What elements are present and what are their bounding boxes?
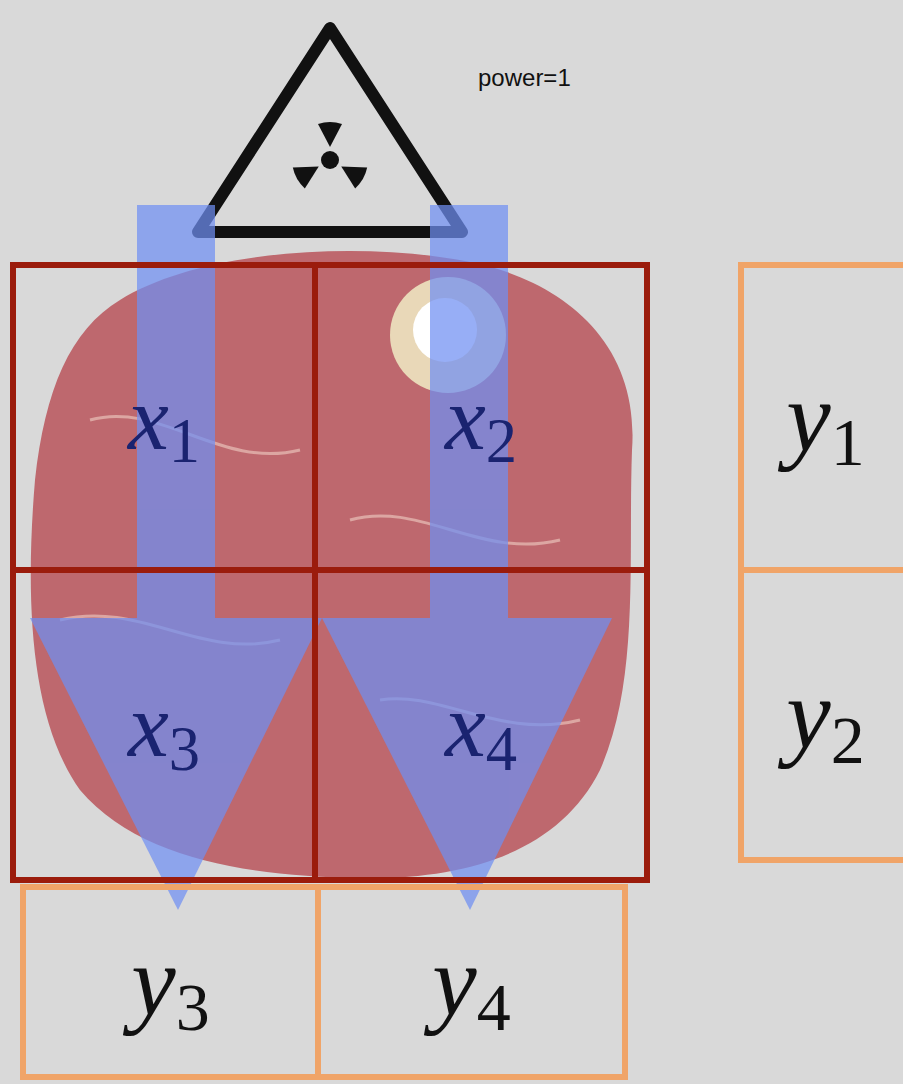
detector-box: y4	[315, 884, 628, 1080]
pixel-cell: x2	[312, 262, 650, 573]
detector-box: y1	[738, 262, 903, 573]
pixel-cell: x4	[312, 567, 650, 883]
pixel-cell: x1	[10, 262, 318, 573]
detector-box: y2	[738, 567, 903, 863]
measurement-variable: y3	[131, 932, 209, 1032]
measurement-variable: y2	[786, 665, 864, 765]
detector-box: y3	[20, 884, 321, 1080]
unknown-variable: x2	[445, 372, 517, 464]
unknown-variable: x3	[128, 679, 200, 771]
source-power-label: power=1	[478, 64, 571, 92]
unknown-variable: x1	[128, 372, 200, 464]
pixel-cell: x3	[10, 567, 318, 883]
x-ray-beam	[30, 205, 612, 910]
unknown-variable: x4	[445, 679, 517, 771]
radiation-source	[198, 28, 462, 232]
measurement-variable: y4	[432, 932, 510, 1032]
measurement-variable: y1	[786, 368, 864, 468]
